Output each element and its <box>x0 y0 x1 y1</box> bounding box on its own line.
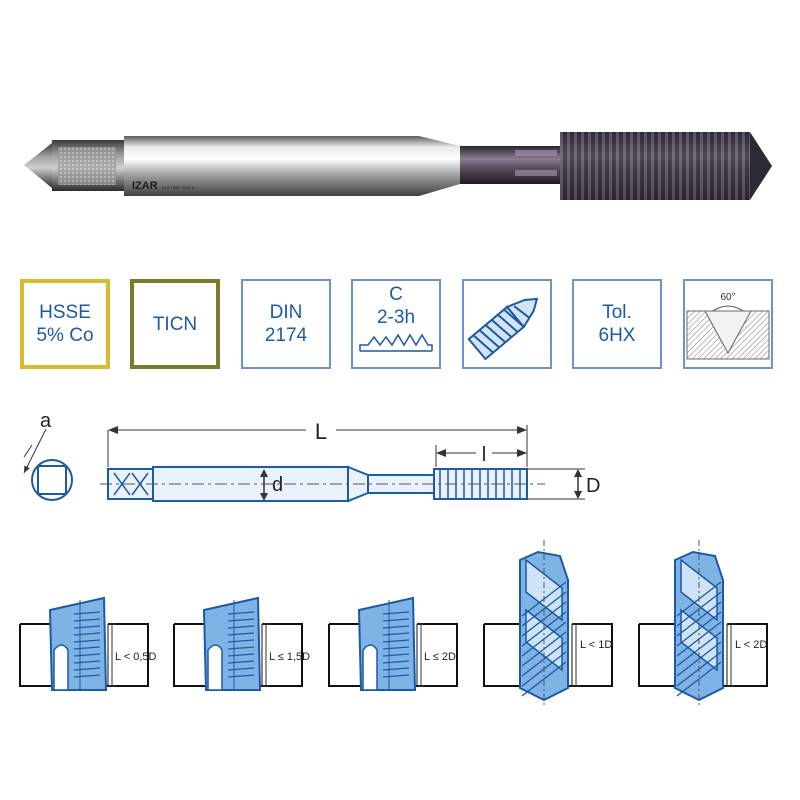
spiral-point-tap-icon <box>467 297 539 361</box>
tolerance-line2: 6HX <box>598 325 636 346</box>
thread-profile-icon: 60° <box>686 292 770 360</box>
depth-indicator: L ≤ 2D <box>417 623 456 687</box>
dim-a-label: a <box>40 410 52 432</box>
spiral-flute-tap <box>519 540 569 708</box>
material-line2: 5% Co <box>36 325 94 346</box>
dim-D-label: D <box>586 475 600 497</box>
application-diagrams: L < 0,5D L ≤ 1,5D L ≤ 2D L < 1D L < 2D <box>0 540 800 710</box>
spiral-flute-tap <box>674 540 724 708</box>
svg-text:60°: 60° <box>720 292 735 303</box>
tap-dimension-drawing: a L l <box>23 410 600 503</box>
straight-flute-tap <box>357 596 417 691</box>
svg-text:IZAR: IZAR <box>132 180 158 192</box>
thread-angle-badge: 60° <box>683 279 773 369</box>
spiral-point-badge <box>462 279 552 369</box>
depth-indicator: L < 1D <box>572 623 612 687</box>
application-diagram-2: L ≤ 1,5D <box>173 596 310 691</box>
dim-L-label: L <box>315 419 327 444</box>
application-diagram-5: L < 2D <box>638 540 768 708</box>
depth-label: L ≤ 2D <box>424 651 456 663</box>
dim-d-label: d <box>272 474 283 496</box>
depth-label: L ≤ 1,5D <box>269 651 310 663</box>
tolerance-badge: Tol. 6HX <box>572 279 662 369</box>
chamfer-form: C <box>389 284 403 305</box>
depth-indicator: L ≤ 1,5D <box>262 623 310 687</box>
application-diagram-4: L < 1D <box>483 540 613 708</box>
tap-product-photo: IZAR CUTTING TOOLS <box>24 132 772 200</box>
standard-line2: 2174 <box>264 325 308 346</box>
dim-l-label: l <box>482 444 486 466</box>
application-diagram-3: L ≤ 2D <box>328 596 458 691</box>
svg-text:CUTTING TOOLS: CUTTING TOOLS <box>162 185 195 190</box>
depth-label: L < 1D <box>580 639 612 651</box>
coating-label: TICN <box>152 313 198 335</box>
coating-badge: TICN <box>130 279 220 369</box>
chamfer-threads: 2-3h <box>376 307 416 328</box>
depth-label: L < 2D <box>735 639 767 651</box>
application-diagram-1: L < 0,5D <box>19 596 157 691</box>
chamfer-badge: C 2-3h <box>351 279 441 369</box>
depth-indicator: L < 0,5D <box>108 623 157 687</box>
depth-indicator: L < 2D <box>727 623 767 687</box>
tolerance-line1: Tol. <box>602 302 632 323</box>
izar-logo: IZAR CUTTING TOOLS <box>132 180 195 192</box>
straight-flute-tap <box>48 596 108 691</box>
chamfer-thread-icon <box>359 333 433 352</box>
material-line1: HSSE <box>39 302 91 323</box>
straight-flute-tap <box>202 596 262 691</box>
square-drive-section: a <box>23 410 73 501</box>
standard-badge: DIN 2174 <box>241 279 331 369</box>
standard-line1: DIN <box>269 302 303 323</box>
depth-label: L < 0,5D <box>115 651 157 663</box>
material-badge: HSSE 5% Co <box>20 279 110 369</box>
